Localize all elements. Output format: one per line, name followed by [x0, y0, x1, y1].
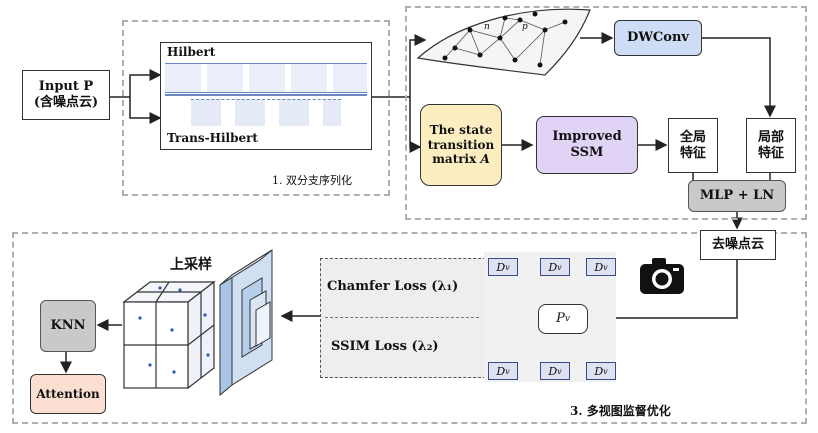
pv-sub: v	[564, 313, 570, 324]
serialization-divider	[165, 94, 367, 96]
dv1-d: D	[496, 260, 506, 274]
dv4-sub: v	[505, 366, 510, 376]
arrow-input-split-2	[129, 97, 162, 124]
upsample-label: 上采样	[170, 257, 212, 273]
arrow-to-modules	[372, 34, 427, 98]
global-line1: 全局	[679, 129, 706, 145]
arrow-denoised-pv	[586, 260, 738, 324]
state-line3-text: matrix	[432, 152, 477, 167]
upsample-stack	[219, 249, 273, 397]
point-manifold	[416, 8, 591, 76]
global-line2: 特征	[679, 145, 706, 161]
input-point-cloud: Input P (含噪点云)	[22, 70, 110, 120]
dv6-sub: v	[603, 366, 608, 376]
arrow-dwconv-local	[702, 37, 776, 118]
serialization-caption: 1. 双分支序列化	[272, 174, 352, 187]
dv5-sub: v	[557, 366, 562, 376]
local-line1: 局部	[757, 129, 784, 145]
local-line2: 特征	[757, 145, 784, 161]
pv-text: P	[556, 311, 565, 327]
manifold-n-text: n	[484, 22, 490, 32]
serialization-panel: Hilbert Trans-Hilbert	[160, 42, 372, 150]
state-matrix-var: A	[480, 152, 490, 167]
loss-divider	[325, 317, 479, 318]
state-line3: matrix A	[432, 152, 490, 166]
trans-hilbert-label: Trans-Hilbert	[167, 131, 258, 145]
loss-panel: Chamfer Loss (λ₁) SSIM Loss (λ₂)	[320, 258, 486, 378]
camera-icon	[640, 258, 684, 294]
improved-ssm-block: Improved SSM	[536, 116, 638, 174]
chamfer-loss-label: Chamfer Loss (λ₁)	[327, 279, 459, 294]
multiview-supervision-group	[12, 232, 807, 424]
dv3-sub: v	[603, 262, 608, 272]
hilbert-strip	[165, 63, 367, 93]
state-line2: transition	[427, 137, 495, 152]
global-features-block: 全局 特征	[668, 118, 718, 173]
supervision-caption: 3. 多视图监督优化	[570, 404, 671, 418]
attention-block: Attention	[30, 374, 106, 414]
serialization-group	[122, 20, 390, 196]
dv2-sub: v	[557, 262, 562, 272]
dv2-d: D	[548, 260, 558, 274]
dv4-d: D	[496, 364, 506, 378]
input-line2: (含噪点云)	[33, 95, 99, 110]
denoised-point-cloud-block: 去噪点云	[700, 230, 776, 260]
mlp-ln-block: MLP + LN	[688, 180, 786, 212]
arrow-input-split	[110, 69, 162, 98]
manifold-p-text: p	[522, 22, 528, 32]
knn-block: KNN	[40, 300, 96, 352]
dv5-d: D	[548, 364, 558, 378]
feature-extraction-group	[405, 6, 807, 220]
input-line1: Input P	[38, 79, 94, 95]
arrow-to-state	[409, 97, 422, 153]
manifold-label-n: n	[484, 22, 490, 32]
dv3-d: D	[594, 260, 604, 274]
ssim-loss-label: SSIM Loss (λ₂)	[331, 339, 439, 354]
dv1-sub: v	[505, 262, 510, 272]
dv6-d: D	[594, 364, 604, 378]
voxel-cube	[122, 280, 216, 390]
state-transition-matrix-block: The state transition matrix A	[420, 104, 502, 186]
manifold-label-p: p	[522, 22, 528, 32]
hilbert-label: Hilbert	[167, 45, 216, 59]
ssm-line1: Improved	[552, 129, 622, 145]
trans-hilbert-strip	[191, 99, 341, 126]
state-line1: The state	[429, 123, 493, 138]
ssm-line2: SSM	[570, 145, 604, 160]
local-features-block: 局部 特征	[746, 118, 796, 173]
dwconv-block: DWConv	[614, 20, 702, 56]
